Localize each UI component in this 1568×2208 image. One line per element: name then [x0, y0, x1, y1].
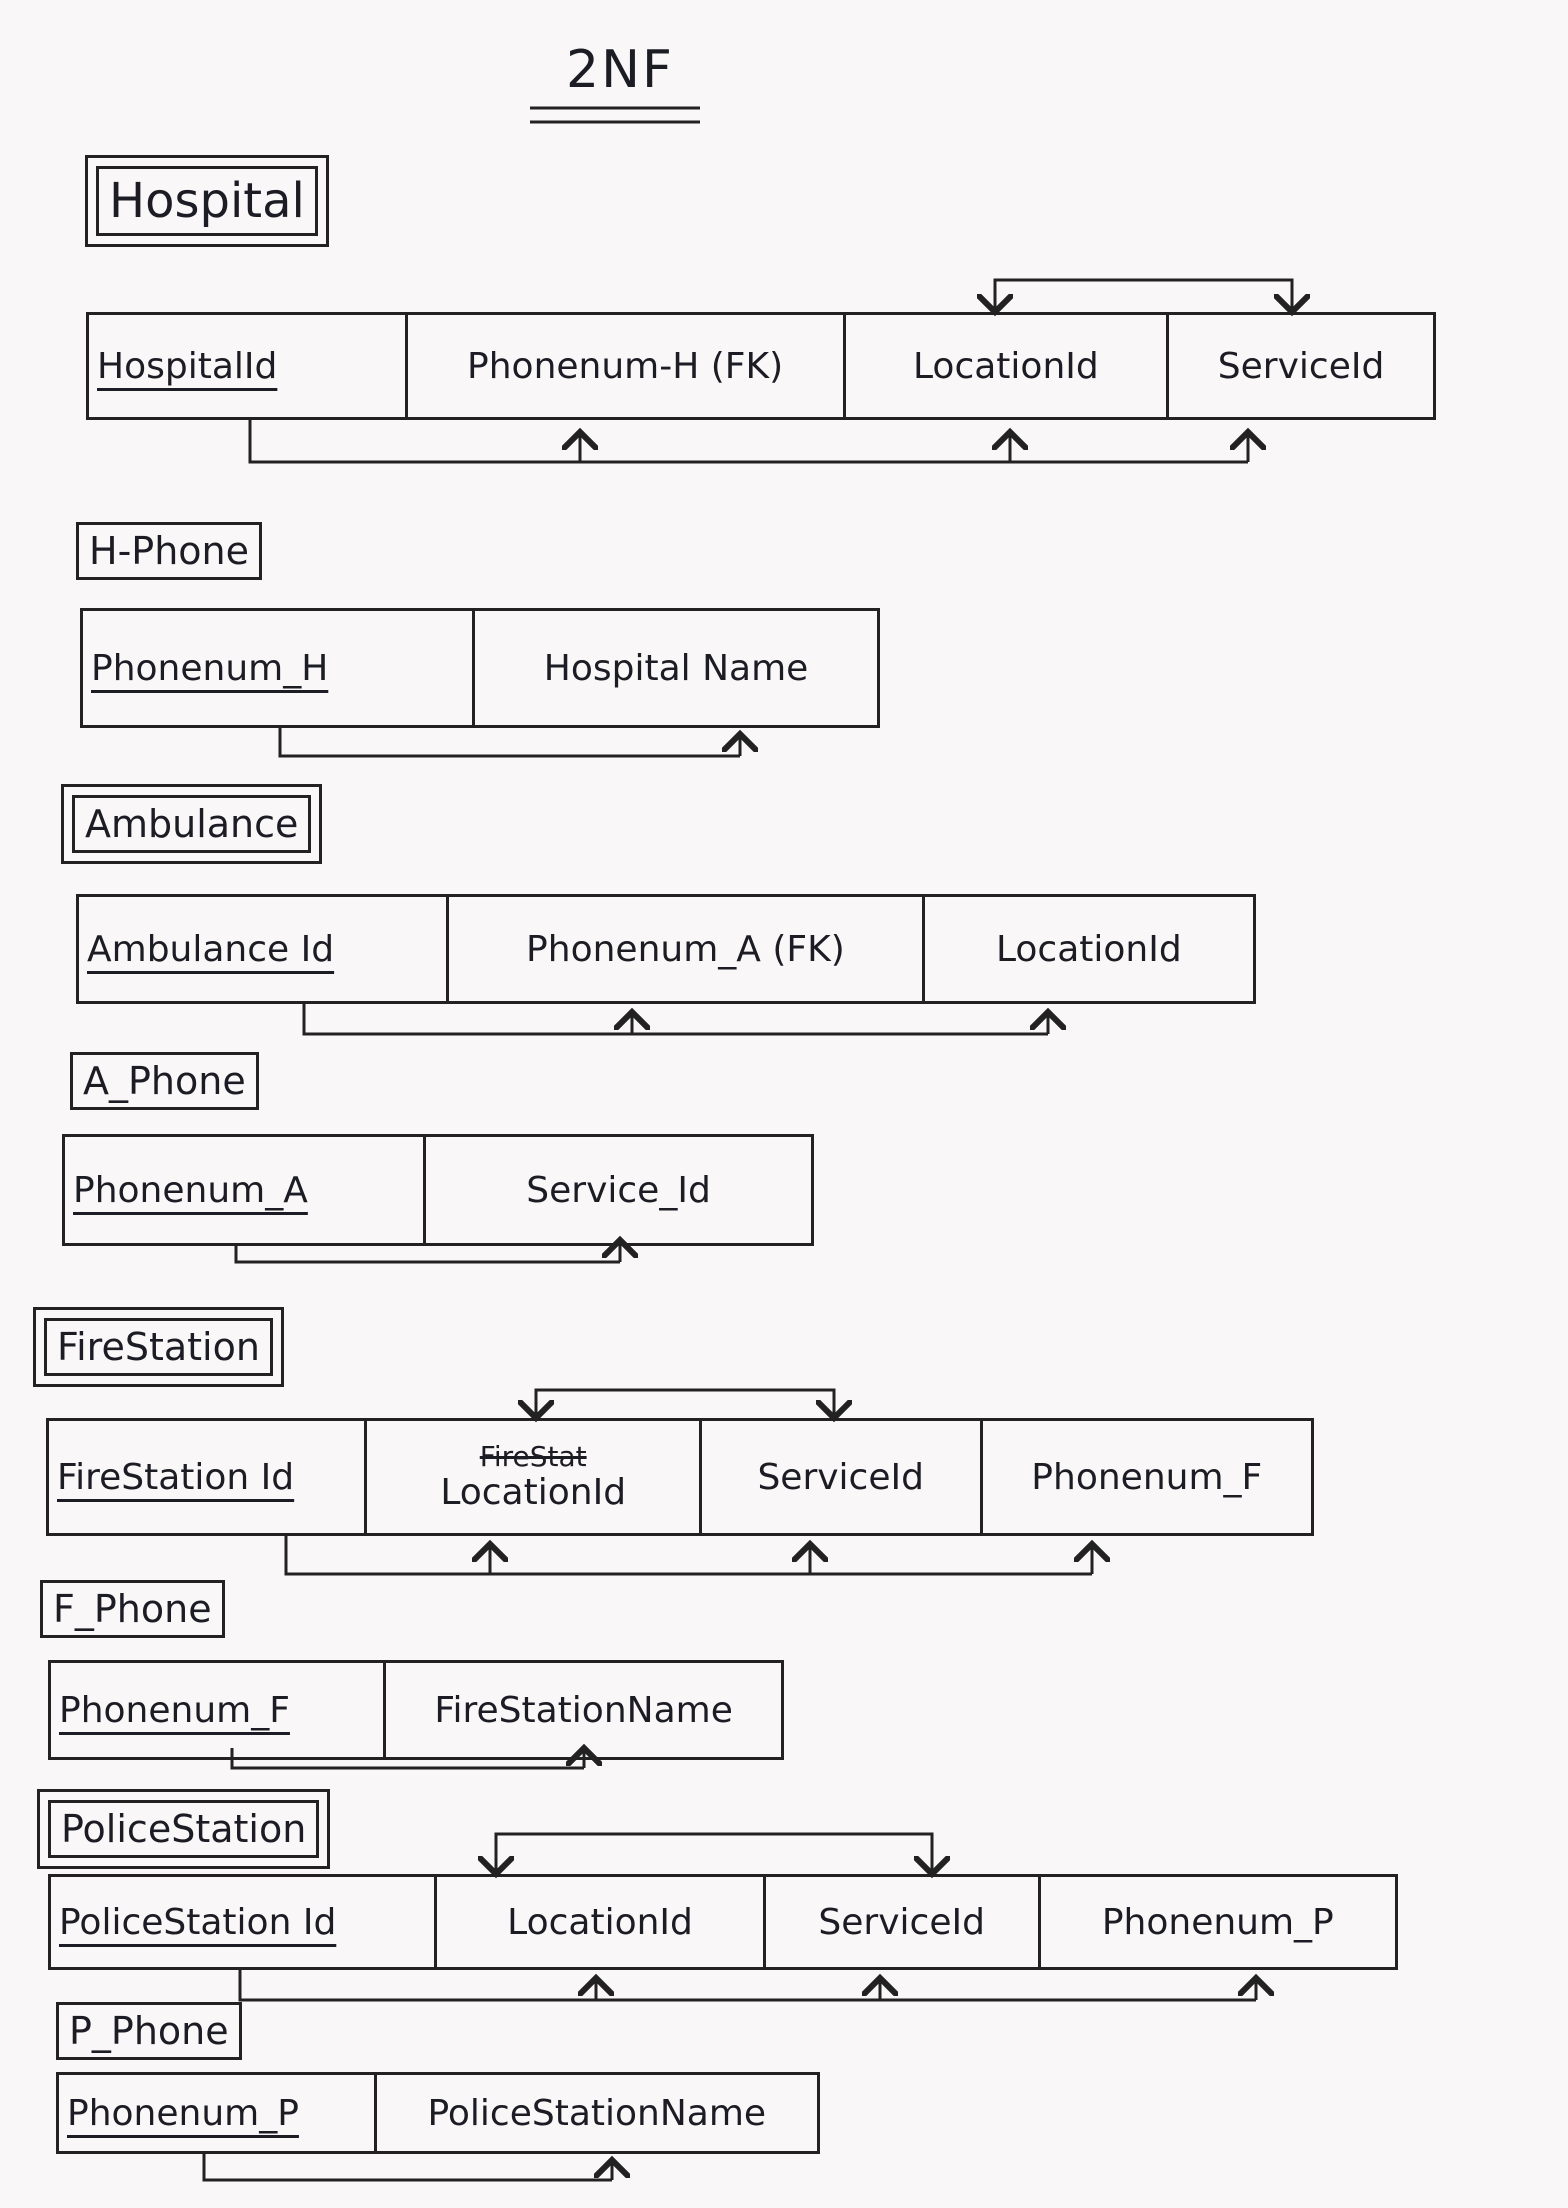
table-row-f-phone: Phonenum_F FireStationName	[48, 1660, 784, 1760]
dependency-line	[238, 1970, 1256, 2002]
cell-ambulance-phonenum: Phonenum_A (FK)	[449, 897, 925, 1001]
table-label-hospital: Hospital	[85, 155, 329, 247]
cell-phonenum-f: Phonenum_F	[51, 1663, 387, 1757]
dependency-line	[302, 1004, 1048, 1036]
table-row-firestation: FireStation Id FireStat LocationId Servi…	[46, 1418, 1314, 1536]
dependency-line	[284, 1536, 1092, 1576]
table-label-f-phone: F_Phone	[40, 1580, 225, 1638]
cell-ambulance-location: LocationId	[995, 928, 1182, 970]
cell-hospital-name: Hospital Name	[543, 647, 809, 689]
cell-hospital-service: ServiceId	[1217, 345, 1385, 387]
cell-policestation-id: PoliceStation Id	[51, 1877, 438, 1967]
table-row-a-phone: Phonenum_A Service_Id	[62, 1134, 814, 1246]
dependency-line	[234, 1246, 620, 1264]
cell-hospital-location: LocationId	[846, 315, 1170, 417]
table-label-p-phone: P_Phone	[56, 2002, 242, 2060]
page-title: 2NF	[566, 40, 674, 100]
dependency-line	[278, 728, 740, 758]
dependency-line	[993, 278, 1292, 312]
cell-phonenum-h: Phonenum_H	[83, 611, 476, 725]
cell-firestation-id: FireStation Id	[49, 1421, 368, 1533]
cell-ambulance-id: Ambulance Id	[79, 897, 450, 1001]
cell-firestation-name: FireStationName	[434, 1689, 733, 1731]
cell-firestation-phonenum: Phonenum_F	[1031, 1456, 1263, 1498]
table-label-policestation: PoliceStation	[36, 1789, 331, 1869]
cell-firestation-location: FireStat LocationId	[367, 1421, 702, 1533]
dependency-line	[202, 2154, 612, 2182]
struck-text: FireStat	[479, 1439, 587, 1473]
cell-a-service-id: Service_Id	[526, 1169, 711, 1211]
table-row-p-phone: Phonenum_P PoliceStationName	[56, 2072, 820, 2154]
dependency-line	[494, 1832, 932, 1874]
dependency-line	[248, 420, 1248, 464]
table-row-h-phone: Phonenum_H Hospital Name	[80, 608, 880, 728]
cell-policestation-name: PoliceStationName	[427, 2092, 767, 2134]
cell-hospital-phonenum: Phonenum-H (FK)	[408, 315, 846, 417]
table-label-h-phone: H-Phone	[76, 522, 262, 580]
cell-phonenum-a: Phonenum_A	[65, 1137, 427, 1243]
cell-hospital-id: HospitalId	[89, 315, 408, 417]
table-label-ambulance: Ambulance	[60, 784, 323, 864]
table-row-ambulance: Ambulance Id Phonenum_A (FK) LocationId	[76, 894, 1256, 1004]
cell-policestation-phonenum: Phonenum_P	[1101, 1901, 1334, 1943]
table-label-a-phone: A_Phone	[70, 1052, 259, 1110]
cell-policestation-location: LocationId	[437, 1877, 766, 1967]
table-label-firestation: FireStation	[33, 1307, 284, 1387]
cell-firestation-service: ServiceId	[702, 1421, 983, 1533]
dependency-line	[534, 1388, 834, 1418]
table-row-hospital: HospitalId Phonenum-H (FK) LocationId Se…	[86, 312, 1436, 420]
cell-phonenum-p: Phonenum_P	[59, 2075, 377, 2151]
table-row-policestation: PoliceStation Id LocationId ServiceId Ph…	[48, 1874, 1398, 1970]
cell-policestation-service: ServiceId	[766, 1877, 1041, 1967]
dependency-line	[230, 1748, 584, 1770]
